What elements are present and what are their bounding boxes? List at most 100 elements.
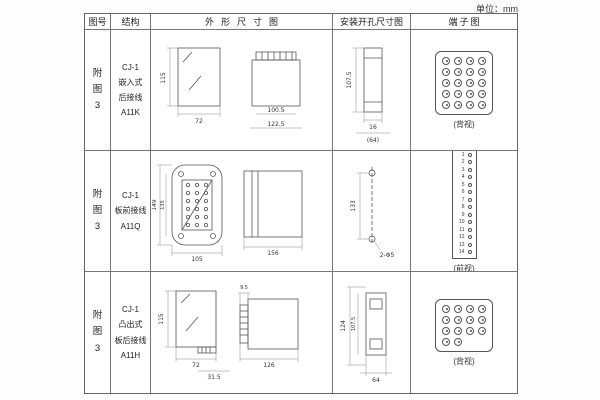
col-header-outline: 外形尺寸图 — [151, 14, 333, 30]
terminal-row: 11 — [457, 227, 472, 233]
terminal-diagram-cell: (背视) — [411, 30, 517, 151]
front-view — [177, 47, 220, 107]
terminal-circle — [466, 326, 474, 335]
dim-height: 133 — [350, 200, 357, 212]
terminal-number: 10 — [458, 219, 465, 226]
dim-width: 72 — [192, 362, 200, 369]
terminal-circle — [454, 67, 462, 76]
dimension-lines — [156, 164, 302, 256]
terminal-dot — [467, 212, 472, 217]
side-view — [243, 170, 302, 238]
mounting-hole-drawing: 124 107.5 64 — [340, 286, 392, 384]
terminal-circle — [454, 337, 462, 346]
terminal-circle — [442, 326, 450, 335]
terminal-circle — [466, 67, 474, 76]
col-header-figure-no: 图号 — [85, 14, 111, 30]
dimension-lines — [166, 47, 302, 129]
terminal-row: 14 — [457, 249, 472, 255]
view-label: (前视) — [453, 264, 475, 272]
dim-inner-width: 100.5 — [267, 107, 284, 114]
structure-cell: CJ-1 板前接线 A11Q — [111, 151, 151, 272]
side-view — [239, 298, 298, 349]
structure-cell: CJ-1 嵌入式 后接线 A11K — [111, 30, 151, 151]
col-header-structure: 结构 — [111, 14, 151, 30]
mounting-hole-drawing: 133 2-Φ5 — [350, 167, 394, 259]
terminal-dot — [467, 250, 472, 255]
terminal-dot — [467, 175, 472, 180]
mounting-drawing-cell: 133 2-Φ5 — [333, 151, 411, 272]
col-header-mounting: 安装开孔尺寸图 — [333, 14, 411, 30]
terminal-circle — [466, 315, 474, 324]
terminal-circle — [454, 100, 462, 109]
cutout-shape — [363, 47, 382, 113]
terminal-row: 4 — [457, 174, 472, 180]
terminal-number: 6 — [461, 189, 465, 196]
dim-pin-depth: 9.5 — [240, 285, 248, 291]
outline-drawing-projecting: 115 72 31.5 9.5 126 — [158, 285, 298, 381]
structure-label: CJ-1 凸出式 板后接线 A11H — [114, 305, 147, 360]
terminal-circle — [442, 337, 450, 346]
dim-width: 64 — [372, 377, 380, 384]
terminal-circle — [454, 315, 462, 324]
dim-total-width: 122.5 — [267, 121, 284, 128]
dim-inner-height: 135 — [160, 200, 166, 210]
dim-width: 105 — [191, 256, 203, 263]
terminal-diagram: (背视) — [435, 298, 493, 367]
terminal-circle — [478, 56, 486, 65]
terminal-row: 12 — [457, 234, 472, 240]
terminal-circle — [478, 100, 486, 109]
figure-no-cell: 附图3 — [85, 151, 111, 272]
terminal-dot — [467, 152, 472, 157]
terminal-number: 9 — [461, 211, 465, 218]
dimension-table: 图号 结构 外形尺寸图 安装开孔尺寸图 端子图 附图3 CJ-1 嵌入式 后接线… — [84, 13, 518, 394]
terminal-circle — [454, 56, 462, 65]
terminal-circle — [466, 304, 474, 313]
terminal-dot — [467, 242, 472, 247]
figure-no: 附图3 — [92, 67, 103, 112]
terminal-circle — [466, 100, 474, 109]
figure-no: 附图3 — [92, 310, 103, 354]
terminal-circle — [466, 56, 474, 65]
hole-callout: 2-Φ5 — [379, 252, 394, 259]
figure-no: 附图3 — [92, 188, 103, 233]
terminal-row: 13 — [457, 242, 472, 248]
terminal-number: 5 — [461, 181, 465, 188]
terminal-circle — [442, 315, 450, 324]
terminal-number: 2 — [461, 159, 465, 166]
terminal-circle — [442, 78, 450, 87]
mounting-drawing-cell: 124 107.5 64 — [333, 272, 411, 393]
flange-front-view — [171, 164, 222, 246]
dimension-lines — [346, 286, 392, 376]
terminal-row: 9 — [457, 212, 472, 218]
terminal-grid — [435, 298, 493, 352]
terminal-row: 6 — [457, 189, 472, 195]
terminal-row: 10 — [457, 219, 472, 225]
terminal-number: 7 — [461, 196, 465, 203]
terminal-row: 5 — [457, 182, 472, 188]
dimension-lines — [352, 47, 390, 134]
hole-centerline — [368, 167, 375, 245]
terminal-circle — [454, 326, 462, 335]
terminal-number: 3 — [461, 166, 465, 173]
terminal-circle — [478, 304, 486, 313]
terminal-circle — [442, 89, 450, 98]
terminal-circle — [442, 304, 450, 313]
terminal-number: 1 — [461, 151, 465, 158]
terminal-circle — [478, 78, 486, 87]
terminal-circle — [442, 67, 450, 76]
dim-width: 72 — [195, 118, 203, 125]
terminal-circle — [478, 89, 486, 98]
terminal-dot — [467, 235, 472, 240]
view-label: (背视) — [453, 356, 475, 366]
structure-label: CJ-1 嵌入式 后接线 A11K — [118, 62, 143, 118]
terminal-grid — [435, 50, 493, 115]
dimension-lines — [356, 172, 380, 251]
terminal-dot — [467, 227, 472, 232]
terminal-row: 2 — [457, 159, 472, 165]
terminal-dot — [467, 197, 472, 202]
outline-drawing-cell: 115 72 31.5 9.5 126 — [151, 272, 333, 393]
